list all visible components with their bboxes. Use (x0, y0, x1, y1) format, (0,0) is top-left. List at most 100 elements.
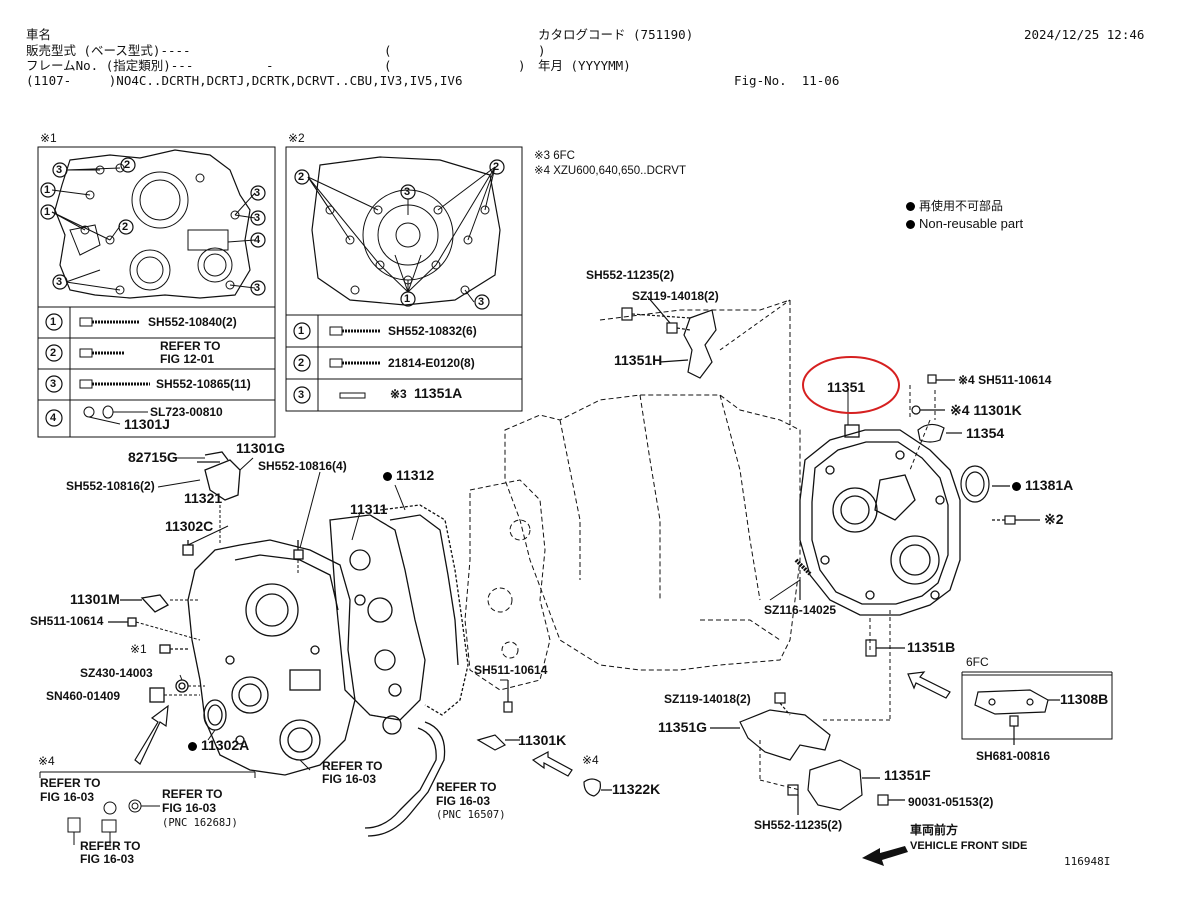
part-label: SZ119-14018(2) (632, 289, 719, 303)
note-6fc: ※3 6FC (534, 150, 575, 162)
part-label: 11308B (1060, 691, 1109, 707)
inset1-num: 3 (254, 282, 261, 294)
refer-label-pnc: (PNC 16507) (436, 809, 506, 821)
part-label: 11351G (658, 719, 708, 735)
header-paren-close: ) (538, 43, 546, 58)
bullet-icon (1012, 482, 1021, 491)
main-callout-leaders (157, 390, 849, 771)
part-label: 11302C (165, 518, 214, 534)
part-label: SZ119-14018(2) (664, 692, 751, 706)
bullet-icon (906, 202, 915, 211)
illustration-id: 116948I (1064, 855, 1111, 868)
header-fig-no: Fig-No. 11-06 (734, 73, 840, 88)
inset1-row-part: SH552-10865(11) (156, 377, 251, 391)
inset2-row-part: 21814-E0120(8) (388, 356, 475, 370)
refer-label: FIG 16-03 (436, 794, 491, 808)
part-label: SH552-11235(2) (754, 818, 843, 832)
direction-arrows (134, 671, 951, 777)
inset-2-table-bolts (329, 326, 380, 399)
bullet-icon (906, 220, 915, 229)
inset2-row-part: 11351A (414, 385, 463, 401)
inset-2-callout-circles (293, 159, 505, 404)
part-label: 11351B (907, 639, 956, 655)
refer-label: REFER TO (40, 776, 101, 790)
part-label-highlighted: 11351 (827, 379, 866, 395)
inset1-num: 3 (56, 164, 63, 176)
inset1-num: 1 (44, 184, 51, 196)
inset-1-frame (37, 146, 276, 438)
header-date: 年月 (YYYYMM) (538, 58, 631, 73)
part-label: 11301G (236, 440, 286, 456)
inset1-num: 1 (44, 206, 51, 218)
part-label-text: 11302A (201, 737, 250, 753)
refer-label: FIG 16-03 (322, 772, 377, 786)
inset2-row-note: ※3 (390, 387, 407, 401)
engine-block-outline (464, 299, 801, 691)
inset1-num: 3 (254, 212, 261, 224)
inset1-row-part2: FIG 12-01 (160, 352, 215, 366)
part-label: 11351F (884, 767, 931, 783)
inset1-row-part: SL723-00810 (150, 405, 223, 419)
inset2-num: 3 (404, 186, 411, 198)
inset1-row-num: 4 (50, 412, 57, 424)
inset2-num: 2 (298, 171, 305, 183)
header-frame-paren-close: ) (518, 58, 526, 73)
part-label: SH681-00816 (976, 749, 1051, 763)
part-label: ※2 (1044, 511, 1064, 527)
header-frame-paren-open: ( (384, 58, 392, 73)
part-label: 11354 (966, 425, 1005, 441)
note-xzu: ※4 XZU600,640,650..DCRVT (534, 165, 686, 177)
part-label: 11321 (184, 490, 223, 506)
timing-gear-case (108, 451, 469, 837)
inset1-row-num: 2 (50, 347, 57, 359)
inset2-row-num: 1 (298, 325, 305, 337)
inset1-num: 4 (254, 234, 261, 246)
inset1-num: 2 (124, 159, 131, 171)
inset-1-callout-circles (40, 157, 266, 427)
refer-label: REFER TO (80, 839, 141, 853)
inset2-num: 2 (493, 161, 500, 173)
inset2-row-num: 3 (298, 389, 305, 401)
part-label: 11322K (612, 781, 661, 797)
part-label: ※4 (582, 753, 599, 767)
part-label: 82715G (128, 449, 178, 465)
front-side-jp: 車両前方 (910, 823, 959, 837)
flywheel-housing (799, 424, 961, 616)
inset1-row-part2: 11301J (124, 416, 170, 432)
part-label: SH552-11235(2) (586, 268, 675, 282)
part-label: SZ430-14003 (80, 666, 153, 680)
inset1-title: ※1 (40, 131, 57, 145)
front-arrow-icon (862, 846, 908, 866)
refer-label: REFER TO (322, 759, 383, 773)
inset1-num: 3 (56, 276, 63, 288)
refer-label: FIG 16-03 (80, 852, 135, 866)
reference-brackets (39, 671, 1113, 845)
header-sales-model: 販売型式 (ベース型式)---- (26, 43, 191, 58)
header-timestamp: 2024/12/25 12:46 (1024, 27, 1145, 42)
inset1-num: 3 (254, 187, 261, 199)
part-label: 11301K (518, 732, 567, 748)
part-label: 90031-05153(2) (908, 795, 994, 809)
legend-en-text: Non-reusable part (919, 216, 1024, 231)
part-label: SH511-10614 (30, 614, 104, 628)
front-side-en: VEHICLE FRONT SIDE (910, 840, 1028, 852)
part-label: 6FC (966, 655, 989, 669)
housing-small-parts (476, 295, 1113, 815)
part-label: 11312 (383, 468, 434, 482)
bullet-icon (188, 742, 197, 751)
refer-label-pnc: (PNC 16268J) (162, 817, 238, 829)
inset1-row-num: 3 (50, 378, 57, 390)
highlight-circle-11351 (802, 356, 900, 414)
header-model-list: (1107- )NO4C..DCRTH,DCRTJ,DCRTK,DCRVT..C… (26, 73, 463, 88)
refer-label: REFER TO (436, 780, 497, 794)
inset-2-frame (285, 146, 523, 412)
inset1-num: 2 (122, 221, 129, 233)
legend-en: Non-reusable part (906, 217, 1023, 230)
part-label: SH511-10614 (474, 663, 548, 677)
part-label: ※1 (130, 642, 147, 656)
header-vehicle-name: 車名 (26, 27, 52, 42)
part-label: 11301M (70, 591, 120, 607)
inset1-row-part: REFER TO (160, 339, 221, 353)
refer-group-note: ※4 (38, 754, 55, 768)
